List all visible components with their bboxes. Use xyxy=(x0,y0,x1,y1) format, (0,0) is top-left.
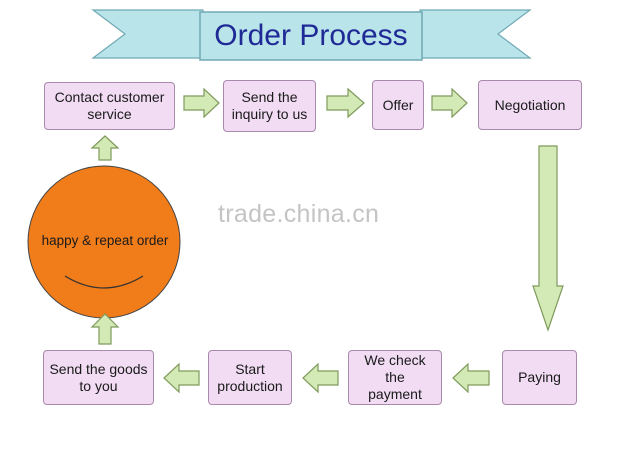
arrow-contact-to-inquiry xyxy=(183,87,220,119)
step-send-goods: Send the goods to you xyxy=(43,350,154,405)
arrow-check-to-production xyxy=(302,362,339,394)
watermark: trade.china.cn xyxy=(218,200,380,228)
diagram-title: Order Process xyxy=(214,19,407,52)
smile-mouth xyxy=(64,275,144,289)
step-start-production: Start production xyxy=(208,350,292,405)
arrow-send-to-repeat xyxy=(90,313,120,345)
title-banner xyxy=(91,9,532,61)
step-offer: Offer xyxy=(372,80,424,130)
step-paying: Paying xyxy=(502,350,577,405)
step-send-inquiry: Send the inquiry to us xyxy=(223,80,316,132)
arrow-production-to-send xyxy=(163,362,200,394)
arrow-offer-to-negotiation xyxy=(431,87,468,119)
step-repeat-order: happy & repeat order xyxy=(41,233,169,248)
arrow-negotiation-to-paying xyxy=(532,145,564,332)
step-negotiation: Negotiation xyxy=(478,80,582,130)
arrow-repeat-to-contact xyxy=(90,135,120,161)
arrow-inquiry-to-offer xyxy=(326,87,365,119)
step-check-payment: We check the payment xyxy=(348,350,442,405)
arrow-paying-to-check xyxy=(452,362,490,394)
step-contact-customer: Contact customer service xyxy=(44,82,175,130)
